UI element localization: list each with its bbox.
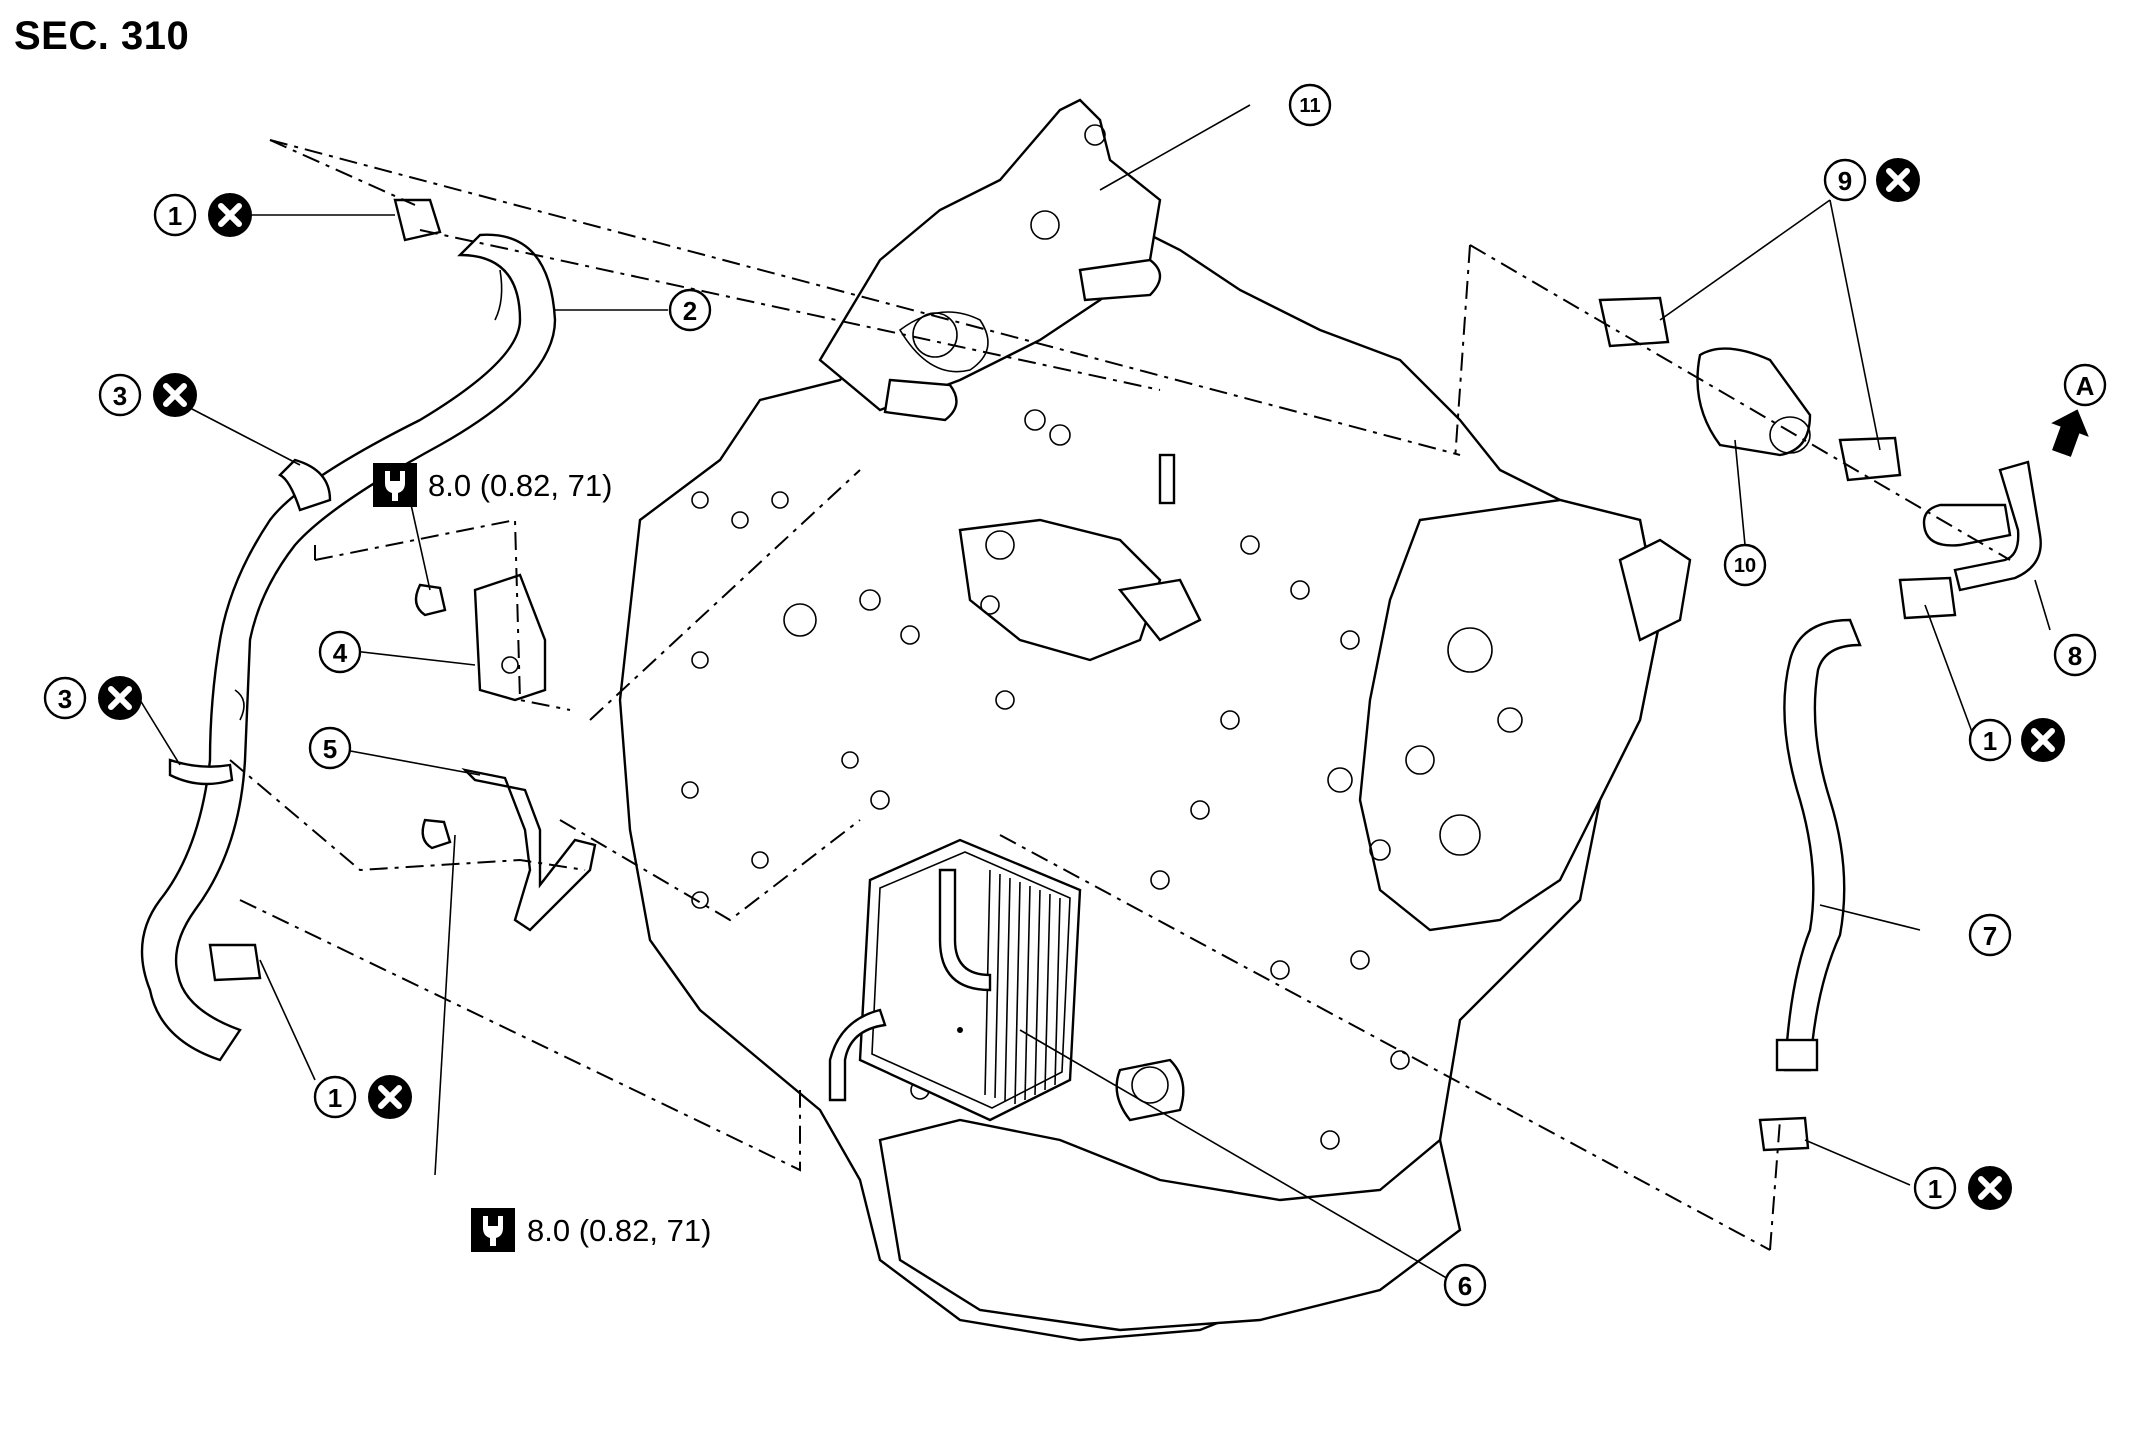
cooler-pipe	[1922, 460, 2042, 592]
callout-letter: A	[2076, 371, 2095, 401]
torque-wrench-icon	[471, 1208, 515, 1252]
fluid-cooler	[828, 838, 1082, 1122]
callout-4: 4	[318, 630, 362, 674]
torque-spec-upper: 8.0 (0.82, 71)	[373, 463, 612, 507]
do-not-reuse-icon	[368, 1075, 412, 1119]
callout-6: 6	[1443, 1263, 1487, 1307]
callout-number: 5	[323, 734, 337, 764]
callout-number: 3	[58, 684, 72, 714]
transaxle-assembly	[618, 98, 1692, 1342]
callout-number: 3	[113, 381, 127, 411]
callout-1a: 1	[153, 193, 252, 237]
callout-2: 2	[668, 288, 712, 332]
hose-bracket-5	[421, 768, 597, 932]
torque-wrench-icon	[373, 463, 417, 507]
callout-7: 7	[1968, 913, 2012, 957]
callout-number: 4	[333, 638, 348, 668]
hose-bracket-4	[414, 573, 547, 702]
callout-number: 1	[1928, 1174, 1942, 1204]
do-not-reuse-icon	[1968, 1166, 2012, 1210]
do-not-reuse-icon	[2021, 718, 2065, 762]
torque-value: 8.0 (0.82, 71)	[527, 1213, 711, 1248]
callout-5: 5	[308, 726, 352, 770]
do-not-reuse-icon	[98, 676, 142, 720]
callout-number: 1	[168, 201, 182, 231]
callout-number: 8	[2068, 641, 2082, 671]
callout-number: 9	[1838, 166, 1852, 196]
torque-spec-lower: 8.0 (0.82, 71)	[471, 1208, 711, 1252]
do-not-reuse-icon	[1876, 158, 1920, 202]
callout-9: 9	[1823, 158, 1920, 202]
callout-number: 7	[1983, 921, 1997, 951]
callout-1c: 1	[1968, 718, 2065, 762]
callout-number: 6	[1458, 1271, 1472, 1301]
callout-number: 1	[328, 1083, 342, 1113]
callout-number: 2	[683, 296, 697, 326]
callout-leaders	[139, 104, 2051, 1281]
do-not-reuse-icon	[153, 373, 197, 417]
fluid-cooler-hose-right	[1775, 618, 1862, 1072]
torque-value: 8.0 (0.82, 71)	[428, 468, 612, 503]
callout-3a: 3	[98, 373, 197, 417]
connector-hose	[1696, 347, 1812, 457]
callout-3b: 3	[43, 676, 142, 720]
section-label: SEC. 310	[14, 14, 190, 58]
callout-11: 11	[1288, 83, 1332, 127]
assembly-lines	[229, 139, 2011, 1251]
callout-1b: 1	[313, 1075, 412, 1119]
callout-number: 10	[1734, 555, 1756, 577]
callout-a: A	[2051, 363, 2107, 457]
callout-number: 11	[1299, 95, 1320, 117]
callout-10: 10	[1723, 543, 1767, 587]
do-not-reuse-icon	[208, 193, 252, 237]
callout-1d: 1	[1913, 1166, 2012, 1210]
callout-number: 1	[1983, 726, 1997, 756]
callout-8: 8	[2053, 633, 2097, 677]
arrow-icon	[2051, 409, 2089, 457]
